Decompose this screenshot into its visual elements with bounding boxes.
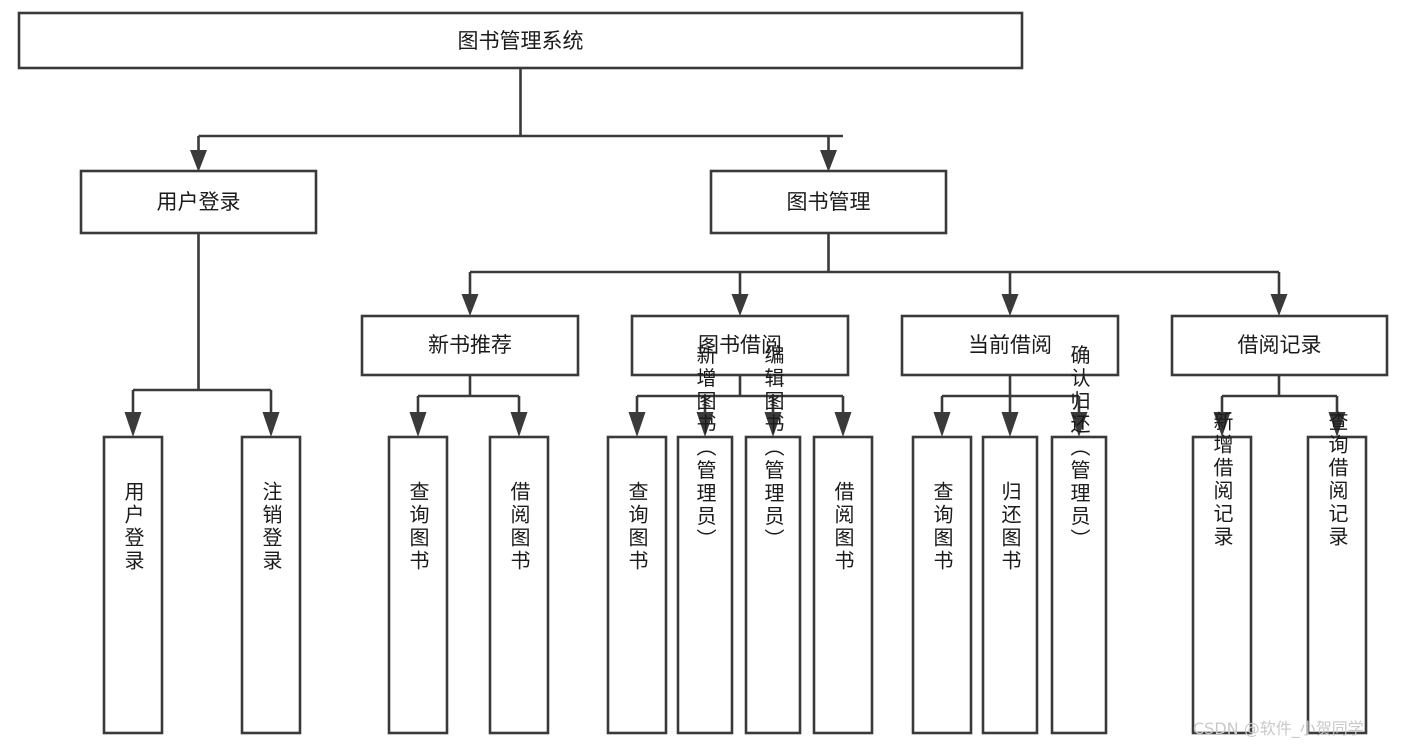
leaf-node-12-box[interactable] — [1191, 435, 1253, 735]
arrowhead-icon — [461, 294, 479, 316]
arrowhead-icon — [510, 412, 528, 437]
leaf-node-4-box[interactable] — [488, 435, 550, 735]
arrowhead-icon — [764, 412, 782, 437]
leaf-node-7-box[interactable] — [744, 435, 802, 735]
node-book-management-label: 图书管理 — [787, 190, 871, 214]
connector-layer — [131, 68, 1339, 414]
node-new-book-recommend[interactable]: 新书推荐 — [360, 314, 580, 377]
node-current-borrow-label: 当前借阅 — [968, 333, 1052, 357]
leaf-node-3[interactable]: 查询图书 — [387, 435, 449, 735]
leaf-node-1-box[interactable] — [102, 435, 164, 735]
node-book-management[interactable]: 图书管理 — [709, 169, 948, 235]
leaf-node-5-box[interactable] — [606, 435, 668, 735]
leaf-node-8[interactable]: 借阅图书 — [812, 435, 874, 735]
leaf-node-1-label: 用户登录 — [121, 481, 145, 573]
node-book-borrow-box[interactable] — [630, 314, 850, 377]
leaf-node-9-box[interactable] — [911, 435, 973, 735]
arrowhead-icon — [1270, 294, 1288, 316]
connector-bookmgmt-bus — [468, 233, 1281, 296]
leaf-node-6-box[interactable] — [676, 435, 734, 735]
connector-record-bus — [1220, 375, 1339, 414]
arrowhead-icon — [834, 412, 852, 437]
leaf-node-8-label: 借阅图书 — [831, 481, 855, 573]
node-new-book-recommend-box[interactable] — [360, 314, 580, 377]
arrowhead-icon — [124, 412, 142, 437]
leaf-node-11-label: 确认归还（管理员） — [1067, 344, 1091, 551]
connector-newbook-bus — [416, 375, 521, 414]
arrowhead-icon — [1001, 294, 1019, 316]
connector-root-bus — [197, 68, 843, 152]
node-root-box[interactable] — [17, 11, 1024, 70]
leaf-node-13-box[interactable] — [1306, 435, 1368, 735]
leaf-node-11-box[interactable] — [1050, 435, 1108, 735]
leaf-node-5-label: 查询图书 — [625, 481, 649, 573]
leaf-node-7[interactable]: 编辑图书（管理员） — [744, 344, 802, 735]
node-borrow-record[interactable]: 借阅记录 — [1170, 314, 1389, 377]
node-root-label: 图书管理系统 — [458, 29, 584, 53]
node-book-borrow-label: 图书借阅 — [698, 333, 782, 357]
arrowhead-icon — [190, 150, 207, 172]
leaf-node-2-label: 注销登录 — [259, 481, 283, 573]
leaf-node-13[interactable]: 查询借阅记录 — [1306, 411, 1368, 735]
arrowhead-icon — [628, 412, 646, 437]
node-book-borrow[interactable]: 图书借阅 — [630, 314, 850, 377]
leaf-node-11[interactable]: 确认归还（管理员） — [1050, 344, 1108, 735]
leaf-node-13-label: 查询借阅记录 — [1325, 411, 1349, 549]
leaf-node-1[interactable]: 用户登录 — [102, 435, 164, 735]
leaf-node-12[interactable]: 新增借阅记录 — [1191, 411, 1253, 735]
node-user-login[interactable]: 用户登录 — [79, 169, 318, 235]
leaf-node-5[interactable]: 查询图书 — [606, 435, 668, 735]
leaf-node-9[interactable]: 查询图书 — [911, 435, 973, 735]
leaf-node-2-box[interactable] — [240, 435, 302, 735]
leaf-node-8-box[interactable] — [812, 435, 874, 735]
leaf-node-2[interactable]: 注销登录 — [240, 435, 302, 735]
leaf-node-10-label: 归还图书 — [998, 481, 1022, 573]
arrowhead-icon — [933, 412, 951, 437]
arrowhead-layer — [124, 150, 1346, 437]
leaf-node-4-label: 借阅图书 — [507, 481, 531, 573]
node-user-login-box[interactable] — [79, 169, 318, 235]
connector-current-bus — [940, 375, 1081, 414]
leaf-node-9-label: 查询图书 — [930, 481, 954, 573]
node-current-borrow-box[interactable] — [900, 314, 1120, 377]
arrowhead-icon — [262, 412, 280, 437]
arrowhead-icon — [1328, 412, 1346, 437]
leaf-node-12-label: 新增借阅记录 — [1210, 411, 1234, 549]
arrowhead-icon — [1001, 412, 1019, 437]
leaf-node-6[interactable]: 新增图书（管理员） — [676, 344, 734, 735]
arrowhead-icon — [696, 412, 714, 437]
node-borrow-record-label: 借阅记录 — [1238, 333, 1322, 357]
arrowhead-icon — [1213, 412, 1231, 437]
leaf-node-6-label: 新增图书（管理员） — [693, 344, 717, 551]
node-user-login-label: 用户登录 — [157, 190, 241, 214]
node-book-management-box[interactable] — [709, 169, 948, 235]
leaf-node-10-box[interactable] — [981, 435, 1039, 735]
arrowhead-icon — [409, 412, 427, 437]
arrowhead-icon — [1070, 412, 1088, 437]
connector-borrow-bus — [635, 375, 845, 414]
node-borrow-record-box[interactable] — [1170, 314, 1389, 377]
node-root[interactable]: 图书管理系统 — [17, 11, 1024, 70]
connector-login-bus — [131, 233, 273, 414]
leaf-node-10[interactable]: 归还图书 — [981, 435, 1039, 735]
node-current-borrow[interactable]: 当前借阅 — [900, 314, 1120, 377]
leaf-node-3-box[interactable] — [387, 435, 449, 735]
arrowhead-icon — [820, 150, 837, 172]
leaf-node-7-label: 编辑图书（管理员） — [761, 344, 785, 551]
arrowhead-icon — [731, 294, 749, 316]
leaf-node-4[interactable]: 借阅图书 — [488, 435, 550, 735]
leaf-node-3-label: 查询图书 — [406, 481, 430, 573]
node-new-book-recommend-label: 新书推荐 — [428, 333, 512, 357]
